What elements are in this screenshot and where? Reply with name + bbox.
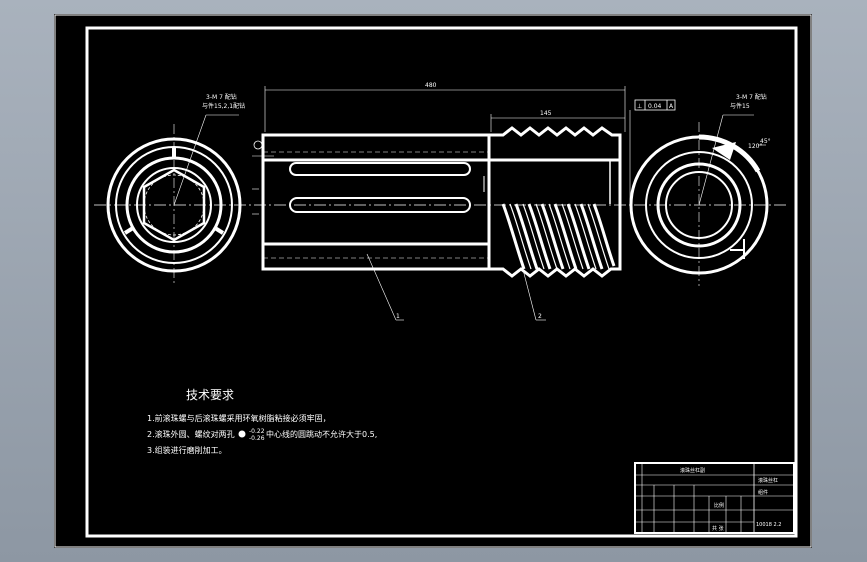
feature-control-frame	[634, 99, 676, 111]
tech-req-title: 技术要求	[186, 388, 234, 402]
title-block	[634, 462, 795, 534]
tb-drawing-no: 10018 2.2	[756, 522, 781, 528]
fcf-value: 0.04	[648, 103, 662, 110]
drawing-canvas: 3-M 7 配钻 与件15,2,1配钻 480 145	[54, 14, 812, 548]
front-view: 480 145	[252, 82, 676, 321]
angle-45: 45°	[760, 138, 771, 145]
drawing-sheet[interactable]: 3-M 7 配钻 与件15,2,1配钻 480 145	[54, 14, 812, 548]
left-note-line1: 3-M 7 配钻	[206, 93, 237, 101]
left-end-view: 3-M 7 配钻 与件15,2,1配钻	[106, 93, 245, 286]
part-label-2: 2	[538, 313, 542, 320]
fcf-datum: A	[669, 103, 674, 110]
outer-border	[54, 14, 812, 548]
technical-requirements: 技术要求 1.前滚珠螺与后滚珠螺采用环氧树脂粘接必须牢固， 2.滚珠外圆、螺纹对…	[147, 388, 377, 455]
tech-req-line2: 2.滚珠外圆、螺纹对两孔	[147, 429, 235, 439]
tech-req-line1: 1.前滚珠螺与后滚珠螺采用环氧树脂粘接必须牢固，	[147, 413, 331, 423]
tb-top-row: 滚珠丝杠副	[680, 467, 705, 474]
tb-scale: 比例	[714, 502, 724, 509]
tech-req-line2-tail: 中心线的圆跳动不允许大于0.5,	[266, 429, 377, 439]
right-end-view: 3-M 7 配钻 与件15 120° 45°	[629, 93, 771, 286]
inner-frame	[85, 26, 798, 538]
tb-part-name: 滚珠丝杠	[758, 477, 778, 484]
left-note-line2: 与件15,2,1配钻	[202, 102, 245, 110]
dim-thread-length: 145	[540, 110, 552, 117]
part-label-1: 1	[396, 313, 400, 320]
tolerance-dot	[238, 430, 246, 438]
fcf-symbol: ⊥	[637, 103, 642, 110]
tb-material: 组件	[758, 489, 768, 496]
dim-overall-length: 480	[425, 82, 437, 89]
angle-120: 120°	[748, 143, 762, 150]
tol-upper: -0.22	[249, 428, 265, 435]
tech-req-line3: 3.组装进行磨削加工。	[147, 445, 227, 455]
right-note-line2: 与件15	[730, 102, 750, 110]
right-note-line1: 3-M 7 配钻	[736, 93, 767, 101]
tol-lower: -0.26	[249, 435, 265, 442]
tb-sheet: 共 张	[712, 525, 724, 532]
